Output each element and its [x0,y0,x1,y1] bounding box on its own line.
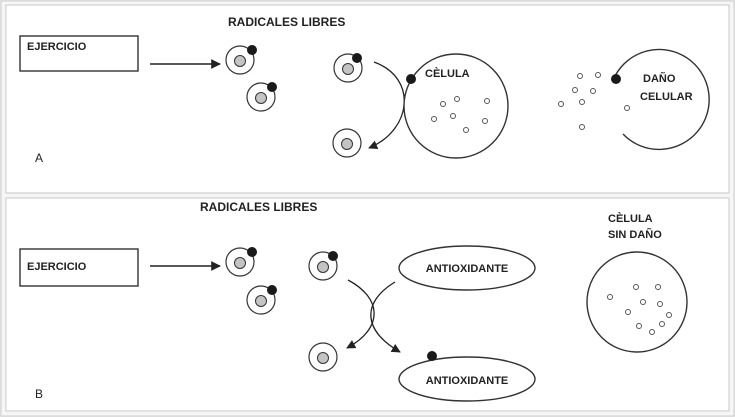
scattered-organelles [558,72,630,130]
panel-a-cell [403,53,509,159]
free-radical [332,128,362,158]
damage-label-line2: CELULAR [640,91,693,103]
antioxidant-top-label: ANTIOXIDANTE [426,263,509,275]
antioxidant-top [398,245,536,291]
panel-a-exercise-label: EJERCICIO [27,41,87,53]
free-radical [246,285,277,315]
electron-received [427,351,437,361]
healthy-cell-label-line1: CÈLULA [608,212,653,225]
free-radical [246,82,277,112]
radical-neutralized-arrow [346,279,375,349]
panel-a: EJERCICIO RADICALES LIBRES CÈLULA [19,15,710,165]
panel-b-letter: B [35,387,43,401]
damage-label-line1: DAÑO [643,72,676,85]
antioxidant-bottom [398,356,536,402]
radical-on-damaged-cell [611,74,621,84]
neutralized-radical [308,342,338,372]
panel-a-background [5,4,730,194]
panel-a-cell-label: CÈLULA [425,67,470,80]
electron-donation-arrow [370,281,401,353]
healthy-cell [586,251,688,353]
free-radical [225,45,257,75]
healthy-cell-organelles [607,284,672,335]
antioxidant-bottom-label: ANTIOXIDANTE [426,375,509,387]
panel-a-title: RADICALES LIBRES [228,15,345,29]
radical-on-cell [406,74,416,84]
panel-b-title: RADICALES LIBRES [200,200,317,214]
free-radical [333,53,363,83]
damaged-cell-membrane [614,48,710,151]
free-radical [225,247,257,277]
free-radical [308,251,338,281]
panel-b-exercise-label: EJERCICIO [27,261,87,273]
panel-b-exercise-box [19,248,139,287]
healthy-cell-label-line2: SIN DAÑO [608,228,662,241]
panel-b: EJERCICIO RADICALES LIBRES ANTIOXIDANTE [19,200,688,402]
panel-a-letter: A [35,151,43,165]
cell-organelles [431,96,490,133]
panel-a-exercise-box [19,35,139,72]
